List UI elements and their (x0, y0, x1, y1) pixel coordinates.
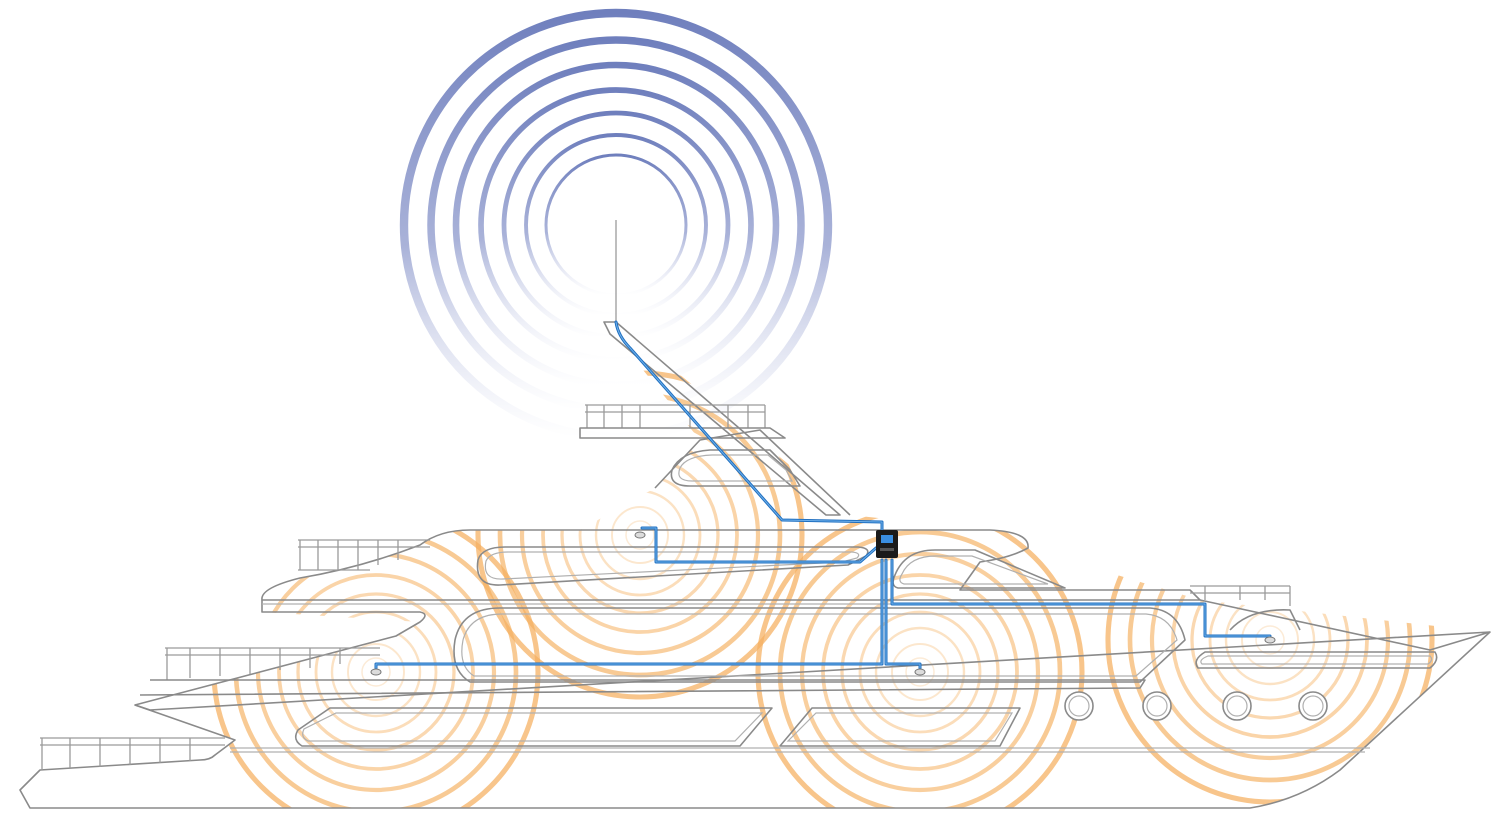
arch-base (654, 429, 851, 516)
arch-window-inner (678, 454, 794, 482)
upper-rail (298, 539, 430, 571)
side-window-right (1195, 651, 1438, 669)
lower-window-right-inner (786, 712, 1014, 742)
upper-deck-window-left (476, 546, 869, 586)
outdoor-wave-ring (399, 8, 833, 442)
yacht-outline (19, 321, 1491, 809)
mid-deck-line (139, 679, 1146, 696)
signal-booster-icon (876, 530, 898, 558)
indoor-wave-ring (905, 657, 935, 687)
indoor-wave-ring (347, 643, 405, 701)
coax-cables (374, 320, 1272, 670)
indoor-wave-ring (840, 592, 1000, 752)
porthole (1064, 691, 1094, 721)
main-deck-window (453, 607, 1186, 683)
lower-hull (19, 631, 1491, 809)
side-window-right-inner (1200, 655, 1433, 665)
indoor-wave-ring (821, 573, 1019, 771)
indoor-signal-waves (211, 370, 1435, 808)
dome-antenna-icon (914, 668, 926, 676)
indoor-wave-ring (611, 506, 669, 564)
lower-window-right (779, 707, 1021, 747)
outdoor-signal-waves (399, 8, 833, 442)
dome-antenna-icon (1264, 636, 1276, 644)
upper-deck (261, 529, 1201, 601)
aft-upper-rail (1190, 585, 1291, 606)
outdoor-wave-ring (427, 36, 805, 414)
indoor-wave-ring (277, 573, 475, 771)
porthole (1142, 691, 1172, 721)
bow-deck (1229, 609, 1301, 631)
porthole (1222, 691, 1252, 721)
outdoor-wave-ring (452, 61, 780, 389)
indoor-wave-ring (777, 529, 1063, 808)
dome-antenna-icon (634, 531, 646, 539)
arch-window (670, 449, 801, 487)
main-deck-window-inner (461, 613, 1178, 677)
dome-antenna-icon (370, 668, 382, 676)
indoor-wave-ring (625, 520, 655, 550)
indoor-wave-ring (296, 592, 456, 752)
flybridge-deck (579, 427, 786, 439)
indoor-wave-ring (361, 657, 391, 687)
indoor-wave-ring (874, 626, 966, 718)
stern-rail (40, 737, 225, 770)
upper-deck-window-right-inner (899, 555, 1049, 585)
indoor-wave-ring (1255, 625, 1285, 655)
porthole (1298, 691, 1328, 721)
upper-deck-window-left-inner (484, 551, 860, 580)
outdoor-wave-ring (478, 87, 754, 363)
radar-arch (603, 321, 841, 516)
indoor-wave-ring (858, 610, 982, 734)
lower-window-left-inner (302, 712, 764, 742)
lower-window-left (294, 707, 773, 747)
mid-rail (165, 647, 380, 680)
outdoor-wave-ring (501, 110, 731, 340)
indoor-wave-ring (891, 643, 949, 701)
